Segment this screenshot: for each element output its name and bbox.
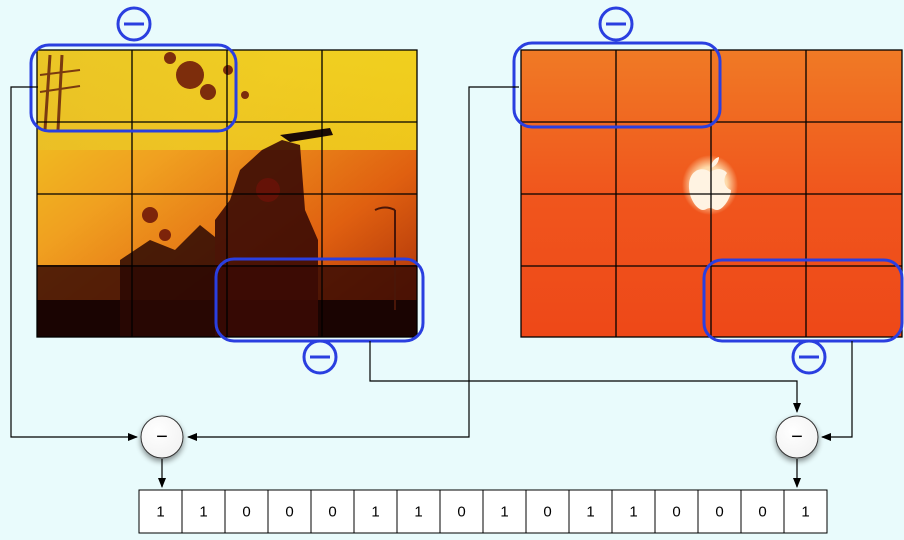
bit-cell: 1 [397, 490, 440, 533]
bit-cell: 0 [440, 490, 483, 533]
minus-badge-right-bottom [793, 341, 825, 373]
bit-cell: 0 [225, 490, 268, 533]
bit-value: 1 [371, 504, 379, 521]
bit-value: 1 [629, 504, 637, 521]
bit-cell: 1 [784, 490, 827, 533]
bit-value: 1 [156, 504, 164, 521]
minus-badge-right-top [600, 8, 632, 40]
subtract-operator-left: − [141, 416, 183, 458]
bit-value: 1 [801, 504, 809, 521]
bit-value: 0 [457, 504, 465, 521]
right-image [521, 50, 902, 337]
subtract-operator-right: − [776, 416, 818, 458]
bit-cell: 1 [139, 490, 182, 533]
arrow-right-bottom-to-right-op [822, 341, 852, 437]
bit-cell: 0 [526, 490, 569, 533]
bit-value: 1 [414, 504, 422, 521]
subtract-operator-right-symbol: − [791, 426, 803, 448]
bit-value: 1 [199, 504, 207, 521]
bit-value: 0 [672, 504, 680, 521]
bit-cell: 1 [182, 490, 225, 533]
bit-value: 0 [715, 504, 723, 521]
bit-cell: 1 [483, 490, 526, 533]
bit-value: 1 [586, 504, 594, 521]
bit-value: 0 [758, 504, 766, 521]
bit-cell: 0 [741, 490, 784, 533]
bit-value: 0 [285, 504, 293, 521]
subtract-operator-left-symbol: − [156, 426, 168, 448]
bit-cell: 0 [268, 490, 311, 533]
left-image [37, 50, 417, 337]
bit-value: 0 [328, 504, 336, 521]
bit-strip: 1 1 0 0 0 1 1 0 1 0 1 1 0 0 0 1 [139, 490, 827, 533]
bit-cell: 0 [698, 490, 741, 533]
bit-value: 0 [242, 504, 250, 521]
minus-badge-left-bottom [304, 341, 336, 373]
minus-badge-left-top [118, 8, 150, 40]
bit-cell: 1 [354, 490, 397, 533]
bit-cell: 0 [311, 490, 354, 533]
bit-cell: 0 [655, 490, 698, 533]
bit-value: 1 [500, 504, 508, 521]
bit-cell: 1 [612, 490, 655, 533]
bit-cell: 1 [569, 490, 612, 533]
bit-value: 0 [543, 504, 551, 521]
arrow-left-bottom-to-right-op [370, 341, 797, 412]
